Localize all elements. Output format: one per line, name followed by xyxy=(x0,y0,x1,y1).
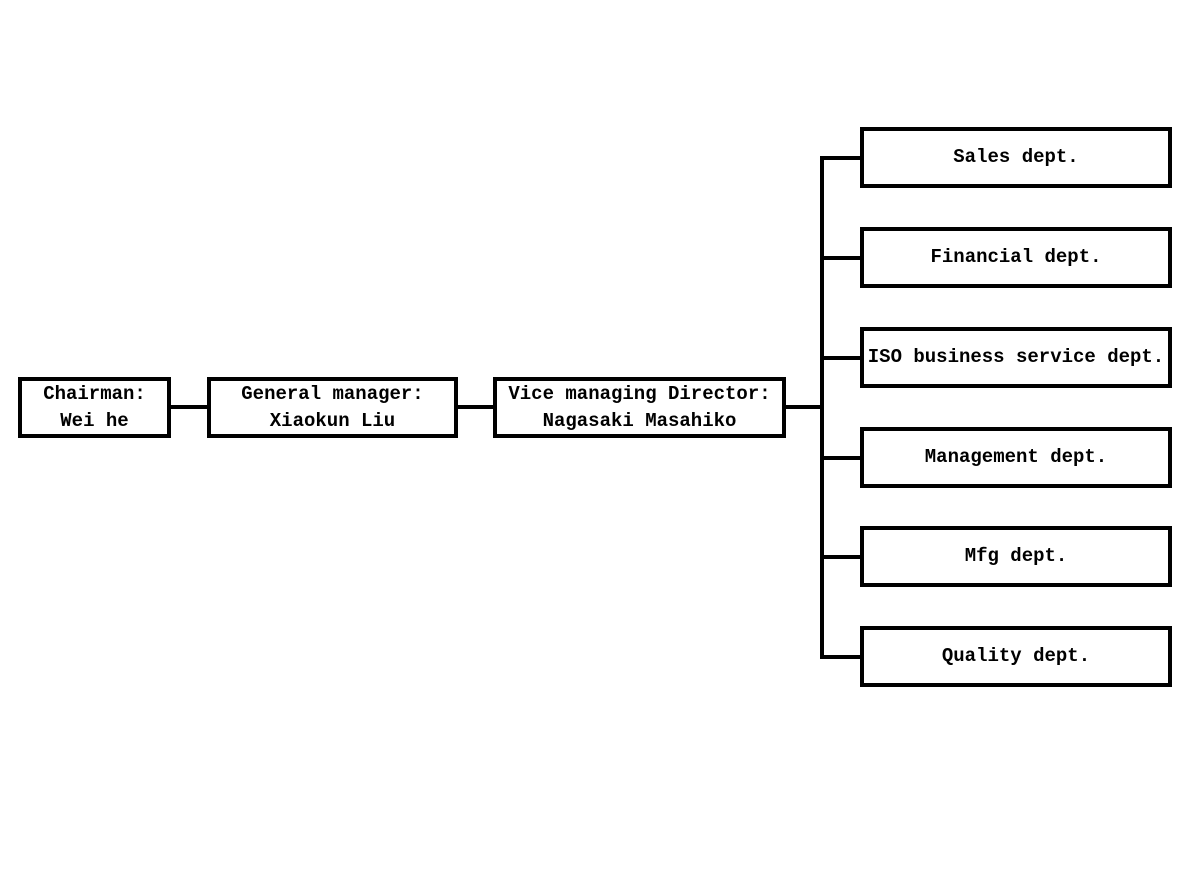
node-general-manager: General manager: Xiaokun Liu xyxy=(207,377,458,438)
connector-spine-to-management xyxy=(820,456,862,460)
node-dept-sales-label: Sales dept. xyxy=(953,146,1079,168)
connector-spine-to-mfg xyxy=(820,555,862,559)
node-dept-financial-label: Financial dept. xyxy=(930,246,1102,268)
connector-chairman-to-general-manager xyxy=(168,405,210,409)
connector-spine-to-iso-business-service xyxy=(820,356,862,360)
node-dept-financial: Financial dept. xyxy=(860,227,1172,288)
node-chairman-title: Chairman: xyxy=(43,382,146,405)
node-dept-management: Management dept. xyxy=(860,427,1172,488)
node-dept-mfg-label: Mfg dept. xyxy=(964,545,1068,567)
node-general-manager-person: Xiaokun Liu xyxy=(269,409,396,432)
node-dept-management-label: Management dept. xyxy=(924,446,1108,468)
connector-department-spine xyxy=(820,156,824,658)
connector-spine-to-financial xyxy=(820,256,862,260)
node-dept-quality-label: Quality dept. xyxy=(941,645,1091,667)
connector-vice-director-to-spine xyxy=(784,405,824,409)
node-vice-managing-director-person: Nagasaki Masahiko xyxy=(542,409,737,432)
node-general-manager-title: General manager: xyxy=(241,382,424,405)
node-dept-iso-business-service-label: ISO business service dept. xyxy=(867,346,1165,368)
connector-spine-to-quality xyxy=(820,655,862,659)
connector-general-manager-to-vice-director xyxy=(455,405,496,409)
node-dept-iso-business-service: ISO business service dept. xyxy=(860,327,1172,388)
node-vice-managing-director-title: Vice managing Director: xyxy=(508,382,771,405)
node-dept-quality: Quality dept. xyxy=(860,626,1172,687)
node-vice-managing-director: Vice managing Director: Nagasaki Masahik… xyxy=(493,377,786,438)
connector-spine-to-sales xyxy=(820,156,862,160)
node-chairman: Chairman: Wei he xyxy=(18,377,171,438)
node-dept-mfg: Mfg dept. xyxy=(860,526,1172,587)
node-dept-sales: Sales dept. xyxy=(860,127,1172,188)
node-chairman-person: Wei he xyxy=(60,409,129,432)
